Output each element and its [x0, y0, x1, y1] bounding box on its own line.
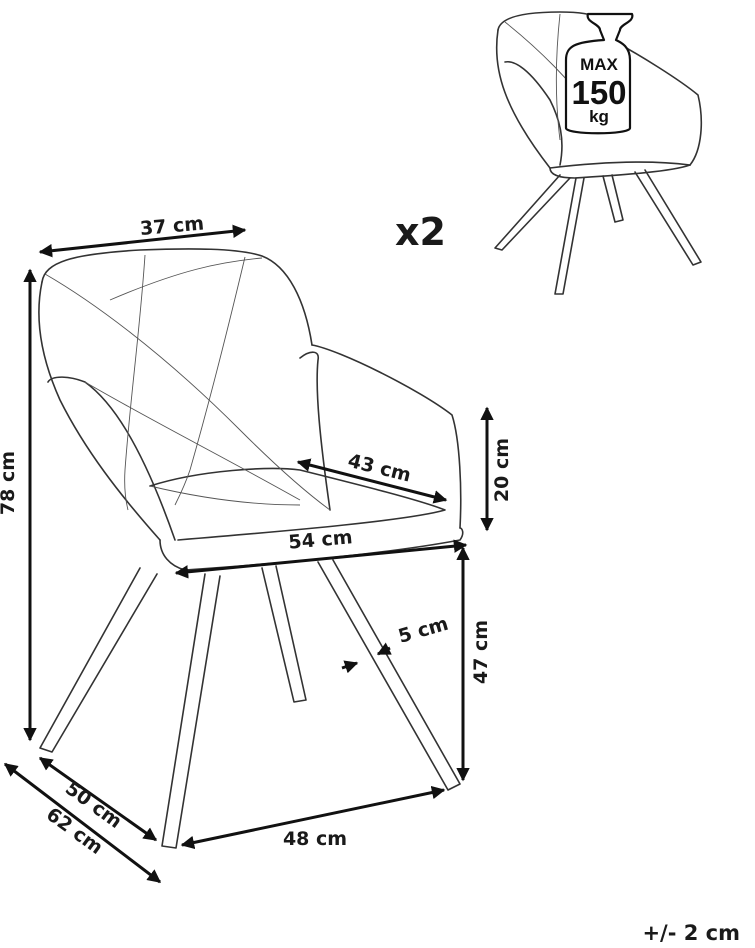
- arrow-leg-span: [180, 785, 446, 850]
- label-seat-depth: 43 cm: [346, 450, 414, 487]
- max-load-value: 150: [571, 74, 626, 111]
- arrow-depth-total: [3, 762, 162, 884]
- label-leg-width: 5 cm: [396, 613, 451, 648]
- max-load-label: MAX: [580, 55, 618, 74]
- max-load-unit: kg: [589, 107, 609, 126]
- arrow-leg-width-b: [341, 660, 359, 674]
- chair-main-drawing: [38, 248, 464, 849]
- max-load-chair-icon: [494, 11, 703, 295]
- label-seat-width: 54 cm: [288, 526, 354, 554]
- arrow-leg-width-a: [376, 642, 392, 656]
- label-height: 78 cm: [0, 451, 19, 515]
- label-seat-height: 47 cm: [470, 620, 492, 684]
- dimension-arrows: [3, 224, 494, 884]
- label-leg-span: 48 cm: [283, 828, 347, 850]
- label-armrest-height: 20 cm: [491, 438, 513, 502]
- tolerance-label: +/- 2 cm: [642, 921, 740, 945]
- arrow-seat-depth: [296, 458, 448, 504]
- arrow-seat-width: [174, 539, 468, 579]
- quantity-label: x2: [395, 210, 446, 254]
- weight-icon: MAX 150 kg: [564, 12, 634, 135]
- arrow-top-width: [38, 224, 247, 258]
